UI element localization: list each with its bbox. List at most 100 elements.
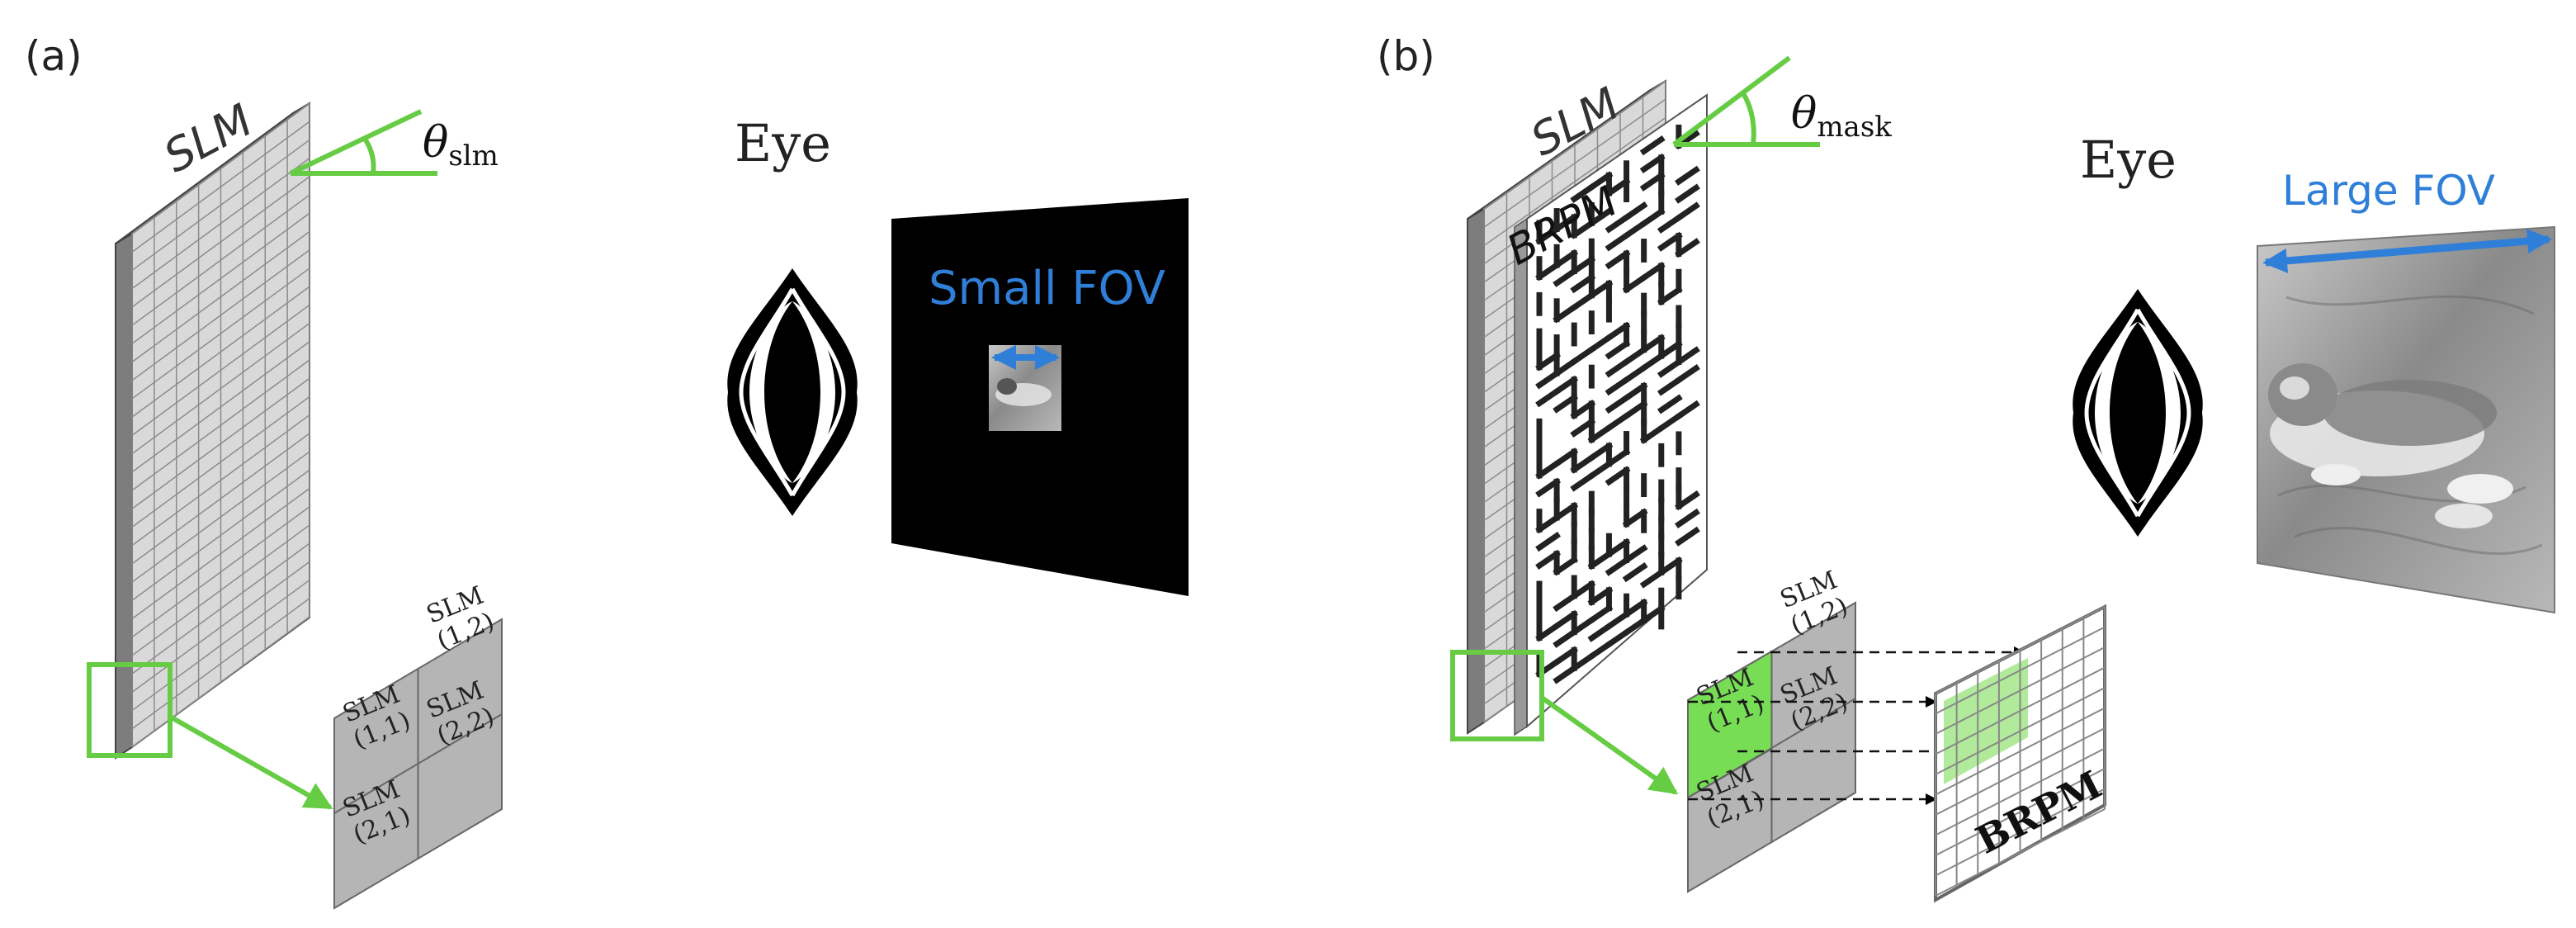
mask-segment: [1622, 508, 1648, 528]
mask-segment: [1675, 526, 1700, 547]
grid-line: [131, 194, 310, 326]
large-fov-arrow: [2262, 229, 2552, 273]
mask-segment: [1570, 273, 1596, 294]
mask-segment: [1639, 261, 1666, 282]
mask-segment: [1535, 532, 1561, 552]
grid-line: [131, 341, 310, 473]
mask-segment: [1605, 357, 1631, 378]
mask-segment: [1587, 279, 1614, 300]
brpm-mask-pattern: [1535, 124, 1700, 684]
mask-segment: [1587, 442, 1614, 462]
mask-segment: [1587, 604, 1614, 624]
slm-cell-grid-a: SLM(1,1)SLM(1,2)SLM(2,1)SLM(2,2): [333, 581, 503, 910]
mask-segment: [1535, 351, 1561, 372]
grid-line: [131, 542, 310, 675]
mask-segment: [1605, 411, 1631, 433]
grid-line: [131, 322, 310, 455]
mask-segment: [1587, 171, 1614, 192]
mask-segment: [1535, 549, 1561, 571]
brpm-grid-lines: [1935, 606, 2106, 897]
grid-line: [1935, 626, 2106, 715]
grid-line: [131, 102, 310, 234]
grid-line: [131, 268, 310, 400]
eye-icon: [2073, 289, 2203, 537]
grid-line: [1935, 707, 2106, 796]
mask-segment: [1553, 213, 1579, 234]
mask-segment: [1587, 640, 1614, 660]
mask-segment: [1553, 375, 1579, 395]
slm-panel-a: SLM: [115, 94, 310, 760]
theta-b-ray-upper: [1672, 55, 1791, 147]
mask-segment: [1605, 231, 1631, 252]
grid-line: [131, 414, 310, 547]
mask-segment: [1570, 453, 1596, 474]
mask-segment: [1657, 339, 1683, 360]
mask-segment: [1535, 387, 1561, 408]
mask-segment: [1605, 610, 1631, 631]
mask-segment: [1587, 550, 1614, 571]
mask-segment: [1639, 604, 1666, 625]
mask-segment: [1535, 622, 1561, 642]
slm-cell-label: SLM(1,1): [338, 680, 414, 755]
mask-segment: [1553, 357, 1579, 378]
mask-segment: [1657, 376, 1683, 396]
mask-segment: [1570, 345, 1596, 366]
mask-segment: [1639, 171, 1666, 192]
grid-line: [1935, 687, 2106, 775]
mask-segment: [1675, 201, 1700, 222]
mask-segment: [1553, 501, 1579, 522]
grid-line: [131, 561, 310, 693]
mask-segment: [1553, 393, 1579, 414]
mask-segment: [1570, 616, 1596, 637]
mask-segment: [1605, 339, 1631, 360]
mask-segment: [1605, 177, 1631, 197]
mask-segment: [1622, 363, 1648, 384]
slm-a-side: [115, 232, 133, 760]
mask-segment: [1639, 334, 1666, 354]
mask-segment: [1553, 303, 1579, 324]
mask-segment: [1587, 622, 1614, 642]
mask-segment: [1622, 345, 1648, 367]
mask-segment: [1605, 447, 1631, 468]
mask-segment: [1535, 514, 1561, 534]
theta-a-arc: [362, 137, 376, 174]
mask-segment: [1587, 207, 1614, 228]
grid-line: [131, 304, 310, 436]
mask-segment: [1587, 424, 1614, 444]
mask-segment: [1657, 286, 1683, 306]
mask-segment: [1657, 412, 1683, 433]
mask-segment: [1605, 321, 1631, 342]
grid-line: [131, 469, 310, 601]
mask-segment: [1622, 400, 1648, 420]
brpm-grid: BRPM: [1934, 604, 2109, 903]
brpm-mask: BRPM: [1499, 93, 1708, 736]
eye-icon: [727, 268, 858, 516]
mask-segment: [1570, 651, 1596, 673]
panel-b: (b) SLM BRPM θmask: [1377, 32, 2555, 903]
mask-segment: [1570, 417, 1596, 438]
theta-slm-label: θslm: [423, 118, 499, 173]
mask-segment: [1553, 447, 1579, 468]
grid-line: [131, 212, 310, 344]
grid-line: [131, 579, 310, 712]
mask-segment: [1605, 393, 1631, 414]
grid-line: [131, 506, 310, 638]
mask-segment: [1622, 273, 1648, 294]
mask-segment: [1570, 255, 1596, 276]
grid-line: [1935, 646, 2106, 735]
grid-line: [131, 433, 310, 565]
mask-segment: [1622, 616, 1648, 637]
mask-segment: [1675, 364, 1700, 385]
slm-cell-grid-b: SLM(1,1)SLM(1,2)SLM(2,1)SLM(2,2): [1687, 566, 1856, 893]
grid-line: [131, 395, 310, 528]
slm-a-pixel-grid: [131, 102, 310, 748]
grid-line: [131, 230, 310, 363]
theta-a-ray-upper: [289, 109, 423, 176]
grid-line: [1935, 788, 2106, 877]
mask-segment: [1657, 231, 1683, 252]
mask-segment: [1622, 201, 1648, 222]
grid-line: [1935, 747, 2106, 836]
mask-segment: [1639, 424, 1666, 444]
mask-segment: [1675, 238, 1700, 258]
small-fov-label: Small FOV: [929, 262, 1165, 315]
